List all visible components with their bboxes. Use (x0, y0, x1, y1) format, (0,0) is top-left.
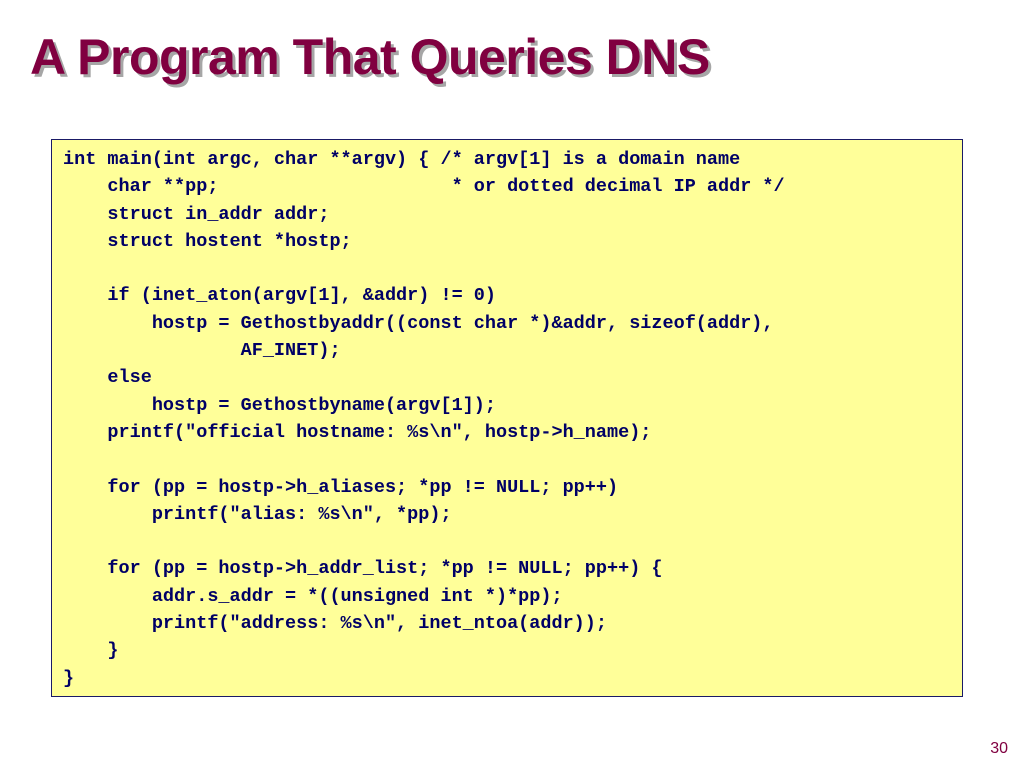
code-line: } (63, 667, 75, 689)
code-line: else (63, 367, 152, 389)
code-line: if (inet_aton(argv[1], &addr) != 0) (63, 285, 496, 307)
code-line (63, 446, 785, 473)
code-line: addr.s_addr = *((unsigned int *)*pp); (63, 585, 563, 607)
code-line: AF_INET); (63, 340, 341, 362)
code-line (63, 528, 785, 555)
code-line: printf("address: %s\n", inet_ntoa(addr))… (63, 613, 607, 635)
slide-title: A Program That Queries DNS (30, 29, 710, 85)
code-line: } (63, 640, 119, 662)
code-line: char **pp; * or dotted decimal IP addr *… (63, 176, 785, 198)
code-line: hostp = Gethostbyname(argv[1]); (63, 394, 496, 416)
code-line: hostp = Gethostbyaddr((const char *)&add… (63, 312, 774, 334)
code-line (63, 255, 785, 282)
page-number: 30 (990, 740, 1008, 757)
code-line: for (pp = hostp->h_aliases; *pp != NULL;… (63, 476, 619, 498)
code-line: for (pp = hostp->h_addr_list; *pp != NUL… (63, 558, 663, 580)
code-line: printf("official hostname: %s\n", hostp-… (63, 421, 652, 443)
code-line: printf("alias: %s\n", *pp); (63, 503, 452, 525)
code-box: int main(int argc, char **argv) { /* arg… (51, 139, 963, 697)
code-line: int main(int argc, char **argv) { /* arg… (63, 149, 741, 170)
code-line: struct hostent *hostp; (63, 230, 352, 252)
code-line: struct in_addr addr; (63, 203, 330, 225)
code-block: int main(int argc, char **argv) { /* arg… (63, 146, 785, 692)
